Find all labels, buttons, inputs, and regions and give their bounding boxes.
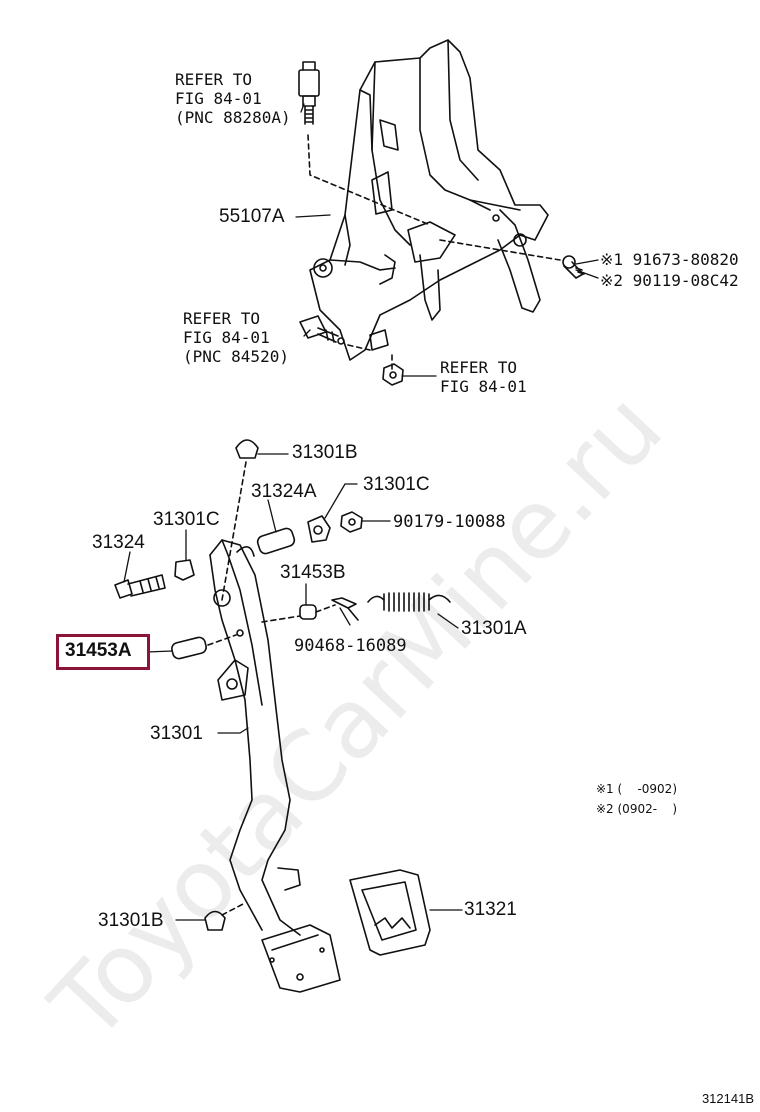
refer-top-line2: FIG 84-01 xyxy=(175,89,262,108)
part-label-31324a[interactable]: 31324A xyxy=(251,481,317,502)
nut-drawing xyxy=(382,363,404,386)
leader-lines xyxy=(123,103,599,921)
bolt-drawing xyxy=(562,255,585,279)
part-label-90179[interactable]: 90179-10088 xyxy=(393,512,506,532)
part-label-31301c-left[interactable]: 31301C xyxy=(153,509,220,530)
part-label-31301b-bottom[interactable]: 31301B xyxy=(98,910,164,931)
part-label-31301b-top[interactable]: 31301B xyxy=(292,442,358,463)
stopper-top-drawing xyxy=(221,439,259,601)
stop-lamp-switch-drawing xyxy=(298,61,320,125)
pedal-arm-drawing xyxy=(209,539,301,936)
cushion-right-drawing xyxy=(307,515,331,543)
note-1: ※1 ( -0902) xyxy=(596,782,677,796)
stopper-bottom-drawing xyxy=(204,902,246,931)
pin-31324a-drawing xyxy=(236,527,296,557)
bush-left-drawing xyxy=(174,559,195,581)
part-label-31301c-right[interactable]: 31301C xyxy=(363,474,430,495)
spring-31301a-drawing xyxy=(261,592,451,623)
refer-top-line1: REFER TO xyxy=(175,70,253,89)
highlighted-part-31453a[interactable]: 31453A xyxy=(56,634,150,670)
pedal-pad-drawing xyxy=(261,924,341,993)
refer-mid-line3: (PNC 84520) xyxy=(183,347,289,366)
part-label-31453a: 31453A xyxy=(65,640,132,661)
part-label-90468[interactable]: 90468-16089 xyxy=(294,636,407,656)
bushing-31453b-drawing xyxy=(299,604,317,620)
refer-nut-line1: REFER TO xyxy=(440,358,518,377)
part-label-31301[interactable]: 31301 xyxy=(150,723,203,744)
note-2: ※2 (0902- ) xyxy=(596,802,677,816)
refer-top-line3: (PNC 88280A) xyxy=(175,108,291,127)
nut-90179-drawing xyxy=(340,511,363,533)
pedal-cover-drawing xyxy=(349,869,431,956)
part-label-55107a[interactable]: 55107A xyxy=(219,206,285,227)
part-label-31453b[interactable]: 31453B xyxy=(280,562,346,583)
bolt-31324-drawing xyxy=(114,574,166,599)
pin-31453a-drawing xyxy=(171,634,237,660)
pedal-bracket-drawing xyxy=(307,39,561,373)
part-label-31321[interactable]: 31321 xyxy=(464,899,517,920)
refer-mid-line2: FIG 84-01 xyxy=(183,328,270,347)
bolt-label-1[interactable]: ※1 91673-80820 xyxy=(600,250,739,269)
refer-mid-line1: REFER TO xyxy=(183,309,261,328)
bolt-label-2[interactable]: ※2 90119-08C42 xyxy=(600,271,739,290)
part-label-31301a[interactable]: 31301A xyxy=(461,618,527,639)
refer-nut-line2: FIG 84-01 xyxy=(440,377,527,396)
figure-code: 312141B xyxy=(701,1091,754,1106)
clutch-switch-drawing xyxy=(299,315,345,345)
clip-90468-drawing xyxy=(331,597,359,621)
part-label-31324[interactable]: 31324 xyxy=(92,532,145,553)
